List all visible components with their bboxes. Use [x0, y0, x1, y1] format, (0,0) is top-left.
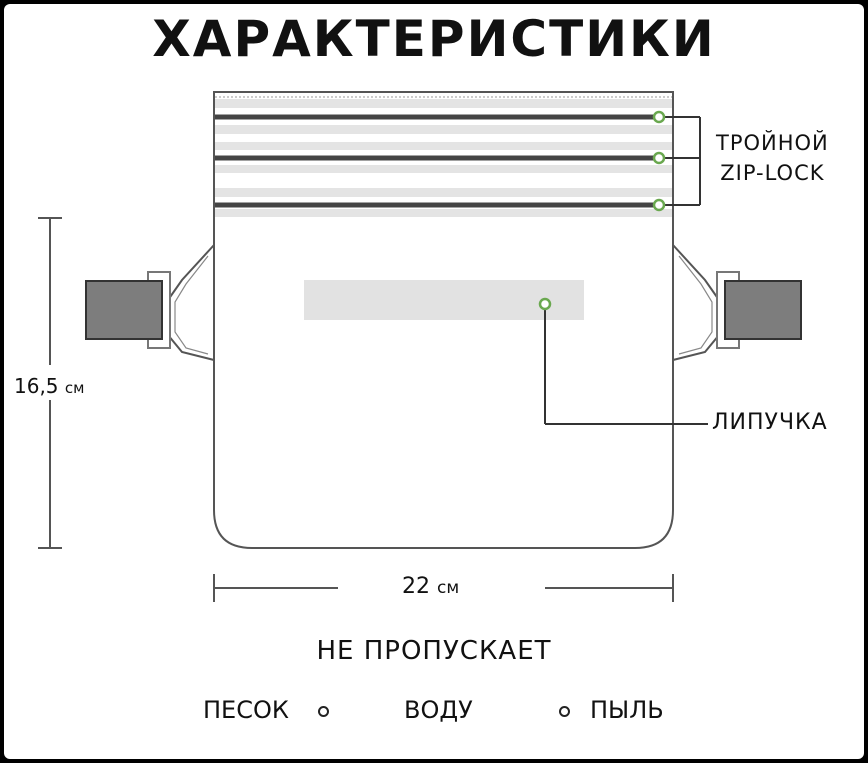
bullet-dot-icon: [318, 706, 329, 717]
velcro-label: ЛИПУЧКА: [712, 410, 828, 435]
resist-item-water: ВОДУ: [404, 696, 473, 724]
height-label: 16,5 см: [14, 374, 84, 398]
poster-title: ХАРАКТЕРИСТИКИ: [152, 10, 716, 68]
right-strap: [672, 244, 802, 361]
velcro-patch: [304, 280, 584, 320]
zip-lock-label-line2: ZIP-LOCK: [720, 161, 825, 185]
zip-lock-label-line1: ТРОЙНОЙ: [716, 131, 829, 155]
zip-lock-pointers: [652, 110, 701, 212]
bullet-dot-icon: [559, 706, 570, 717]
height-value: 16,5: [14, 374, 59, 398]
resist-item-sand: ПЕСОК: [203, 696, 289, 724]
left-strap: [85, 244, 215, 361]
height-dimension: [38, 217, 62, 549]
width-label: 22 см: [402, 574, 459, 599]
resist-item-dust: ПЫЛЬ: [590, 696, 664, 724]
zip-lock-bands: [215, 96, 672, 217]
resists-heading: НЕ ПРОПУСКАЕТ: [316, 636, 552, 666]
velcro-pointer: [538, 297, 708, 425]
height-unit: см: [64, 379, 85, 397]
width-unit: см: [437, 578, 460, 598]
zip-lock-label: ТРОЙНОЙ ZIP-LOCK: [716, 128, 829, 188]
width-value: 22: [402, 574, 430, 599]
width-dimension: [213, 574, 674, 602]
